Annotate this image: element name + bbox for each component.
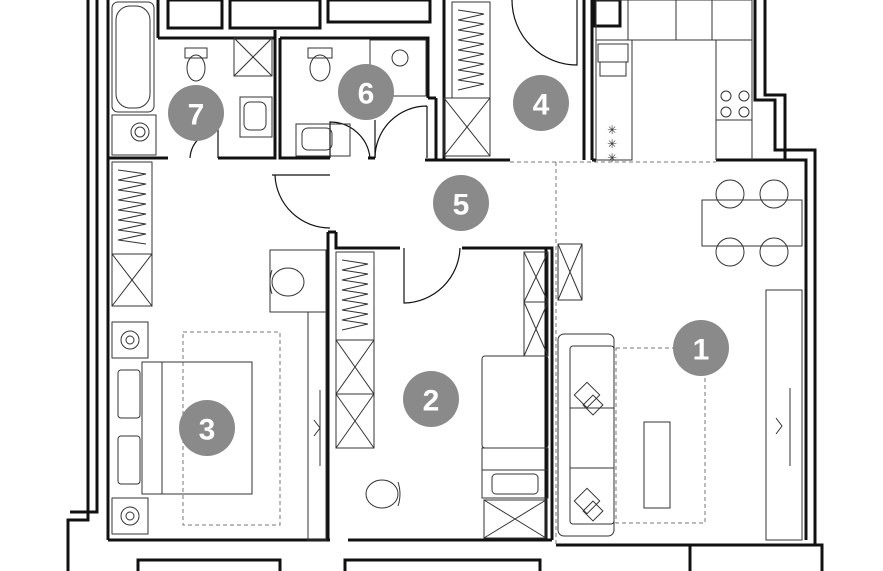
shower-7 — [233, 37, 273, 77]
sofa — [557, 333, 615, 537]
room-3-furniture — [111, 249, 327, 541]
toilet-7 — [184, 47, 208, 59]
kitchen-sink — [597, 43, 629, 63]
svg-text:✳: ✳ — [607, 123, 617, 137]
room-badge-3: 3 — [179, 400, 235, 456]
bathtub — [111, 1, 155, 113]
wardrobe-hall — [451, 1, 491, 99]
sink-6 — [295, 123, 351, 157]
nightstand-top — [111, 321, 149, 359]
storage-box-3 — [111, 253, 153, 307]
svg-text:✳: ✳ — [607, 137, 617, 151]
room-badge-6: 6 — [338, 64, 394, 120]
room-number-7: 7 — [188, 99, 205, 132]
living-furniture — [557, 179, 803, 541]
room-number-6: 6 — [358, 78, 375, 111]
tv-unit — [765, 289, 803, 541]
kitchen-fixtures: ✳ ✳ ✳ — [595, 0, 753, 165]
doors — [189, 0, 578, 304]
room-number-5: 5 — [453, 189, 470, 222]
storage-box-hall — [443, 97, 491, 157]
tv-3 — [307, 311, 327, 541]
room-badge-5: 5 — [433, 175, 489, 231]
sink-7 — [239, 96, 273, 138]
bed-2 — [481, 355, 549, 449]
bathroom-7-fixtures — [111, 1, 273, 156]
room-2-furniture — [365, 355, 549, 509]
toilet-6 — [307, 47, 333, 59]
room-badge-2: 2 — [403, 371, 459, 427]
room-number-2: 2 — [423, 385, 440, 418]
dining-table — [701, 199, 803, 247]
chair-3 — [271, 267, 305, 297]
coffee-table — [643, 421, 671, 509]
room-badge-7: 7 — [168, 85, 224, 141]
room-number-1: 1 — [693, 334, 710, 367]
room-number-4: 4 — [533, 89, 550, 122]
room-number-3: 3 — [199, 414, 216, 447]
room-badge-1: 1 — [673, 320, 729, 376]
svg-text:✳: ✳ — [607, 151, 617, 165]
nightstand-bottom — [111, 497, 149, 535]
room-badge-4: 4 — [513, 75, 569, 131]
desk-3 — [269, 249, 327, 313]
chair-2 — [365, 479, 399, 509]
washing-machine — [111, 114, 157, 156]
room-badges: 1 2 3 4 5 6 7 — [168, 64, 729, 456]
interior-walls — [106, 0, 806, 547]
